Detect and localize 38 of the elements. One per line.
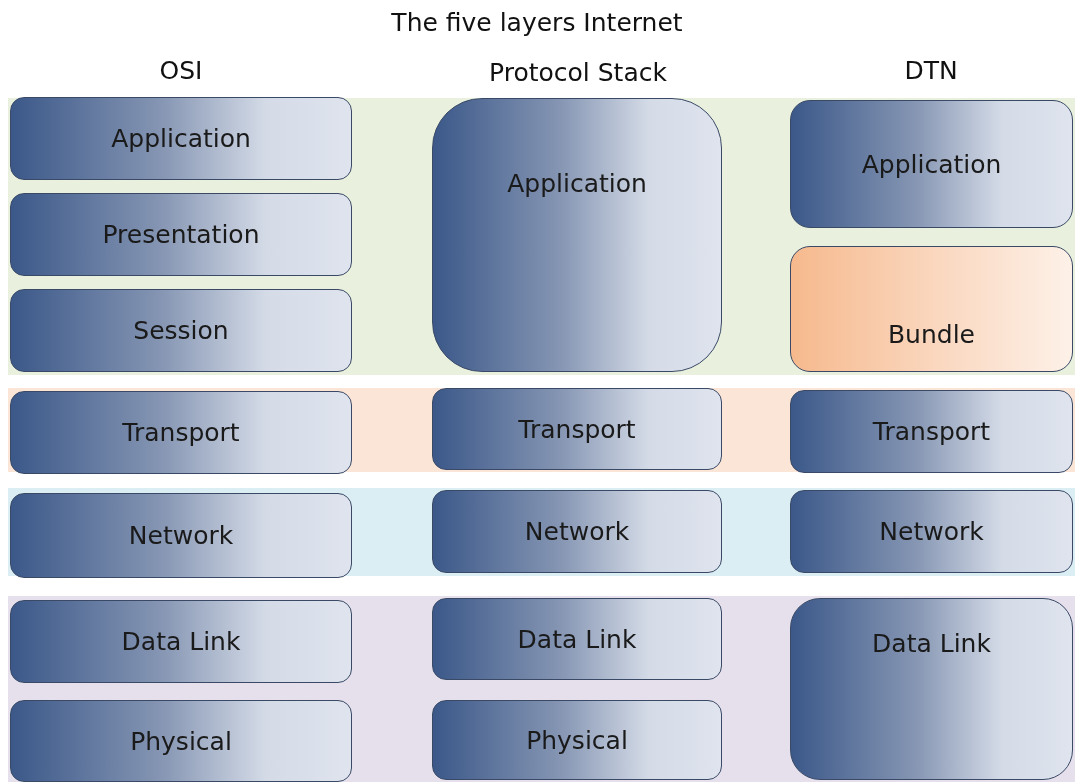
column-heading: The five layers Internet [391,8,683,37]
layer-box [10,700,352,782]
layer-box [432,598,722,680]
layer-label: Transport [518,414,636,444]
layer-box [790,246,1073,372]
layer-label: Data Link [517,624,637,654]
layer-box [432,490,722,573]
column-heading: DTN [904,56,958,85]
column-heading: OSI [159,56,203,85]
layer-box [790,390,1073,473]
layer-label: Session [133,316,229,345]
layer-box [432,98,722,372]
layer-box [10,391,352,474]
column-heading: Protocol Stack [489,58,667,87]
layer-label: Presentation [102,220,260,249]
layer-box [432,700,722,780]
layer-label: Application [507,169,647,198]
layer-box [10,97,352,180]
layer-label: Network [128,521,234,550]
layer-box [790,598,1073,780]
layer-label: Data Link [121,627,241,656]
layer-label: Application [111,124,251,153]
layer-label: Application [861,149,1002,179]
layer-label: Bundle [887,320,975,349]
layer-label: Transport [872,417,991,446]
layer-box [10,289,352,372]
layer-box [10,193,352,276]
layer-box [10,600,352,683]
layer-label: Physical [526,725,628,755]
layer-box [790,490,1073,573]
layer-box [432,388,722,470]
layer-label: Network [879,517,984,546]
layer-box [10,493,352,578]
layer-label: Physical [130,726,232,756]
layer-box [790,100,1073,228]
layer-label: Data Link [872,629,991,658]
layer-label: Transport [122,418,240,447]
layer-label: Network [524,517,630,546]
